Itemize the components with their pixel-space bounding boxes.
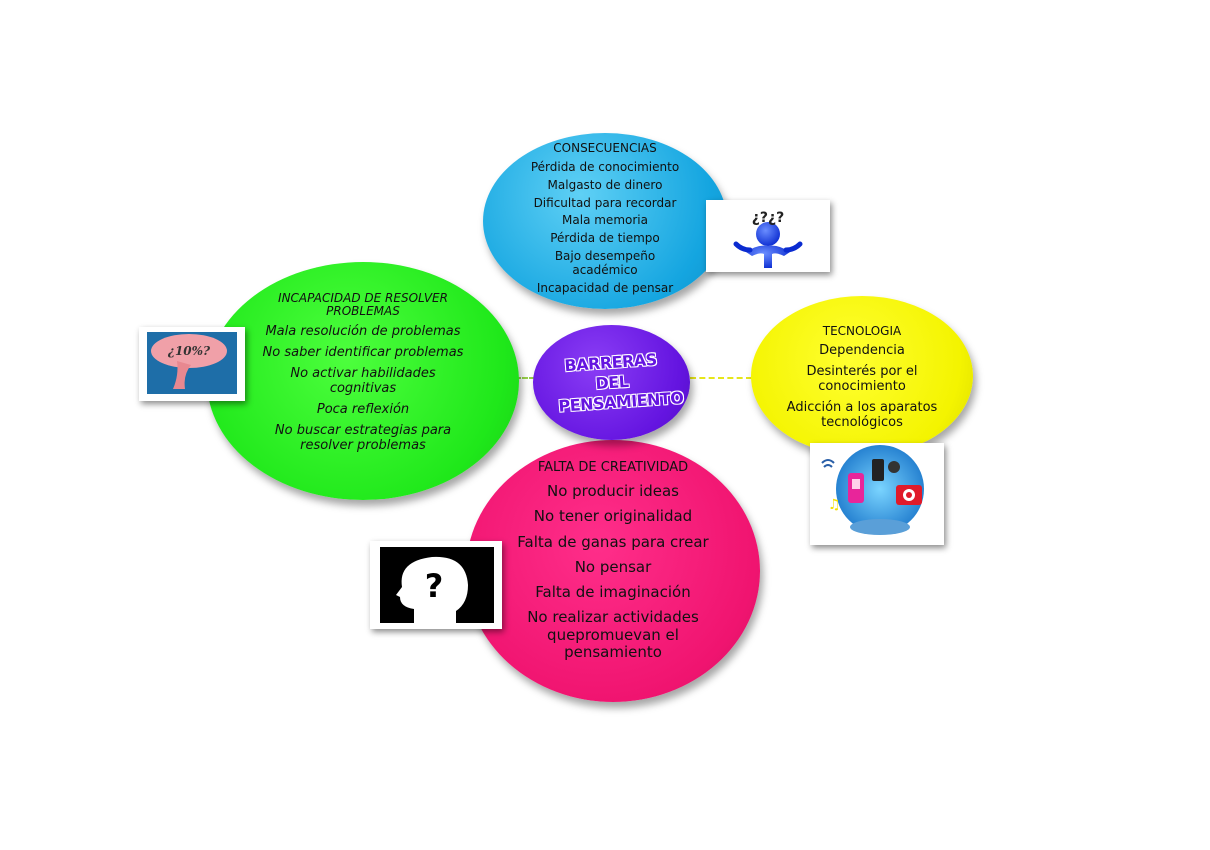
node-item: Mala resolución de problemas	[248, 325, 478, 340]
node-consecuencias: CONSECUENCIAS Pérdida de conocimiento Ma…	[483, 133, 727, 309]
node-falta-creatividad: FALTA DE CREATIVIDAD No producir ideas N…	[466, 440, 760, 702]
node-item: No realizar actividades quepromuevan el …	[518, 609, 708, 661]
node-item: Pérdida de tiempo	[550, 232, 660, 246]
node-item: Adicción a los aparatos tecnológicos	[780, 401, 945, 431]
node-item: No tener originalidad	[503, 508, 723, 525]
node-incapacidad: INCAPACIDAD DE RESOLVER PROBLEMAS Mala r…	[207, 262, 519, 500]
node-item: Incapacidad de pensar	[537, 282, 673, 296]
node-item: No activar habilidades cognitivas	[283, 367, 443, 397]
center-title: BARRERAS DEL PENSAMIENTO	[555, 349, 669, 417]
question-marks: ¿?¿?	[752, 210, 784, 226]
node-item: No producir ideas	[503, 483, 723, 500]
node-title: TECNOLOGIA	[823, 324, 901, 338]
node-item: Falta de imaginación	[503, 584, 723, 601]
node-item: No pensar	[503, 559, 723, 576]
question-head-icon: ?	[370, 541, 502, 629]
node-title: INCAPACIDAD DE RESOLVER PROBLEMAS	[263, 292, 463, 318]
node-item: Pérdida de conocimiento	[531, 161, 679, 175]
gadgets-icon: ♫	[810, 443, 944, 545]
node-item: Mala memoria	[562, 214, 648, 228]
node-item: No buscar estrategias para resolver prob…	[263, 424, 463, 454]
node-item: Bajo desempeño académico	[545, 250, 665, 278]
question-mark: ?	[425, 567, 444, 605]
node-item: Poca reflexión	[248, 403, 478, 418]
node-tecnologia: TECNOLOGIA Dependencia Desinterés por el…	[751, 296, 973, 456]
node-item: Dificultad para recordar	[534, 197, 677, 211]
confused-person-image: ¿?¿?	[706, 200, 830, 272]
brain-image: ¿10%?	[139, 327, 245, 401]
question-head-image: ?	[370, 541, 502, 629]
node-title: FALTA DE CREATIVIDAD	[538, 460, 688, 475]
node-center: BARRERAS DEL PENSAMIENTO	[533, 325, 690, 440]
node-item: Dependencia	[777, 344, 947, 359]
technology-gadgets-image: ♫	[810, 443, 944, 545]
connector-right	[690, 377, 752, 379]
node-item: Falta de ganas para crear	[493, 534, 733, 551]
music-note-icon: ♫	[828, 497, 841, 513]
node-item: No saber identificar problemas	[248, 346, 478, 361]
node-item: Malgasto de dinero	[548, 179, 663, 193]
confused-person-icon: ¿?¿?	[706, 200, 830, 272]
brain-label: ¿10%?	[167, 344, 211, 358]
node-title: CONSECUENCIAS	[553, 141, 656, 155]
node-item: Desinterés por el conocimiento	[797, 365, 927, 395]
brain-icon: ¿10%?	[139, 327, 245, 401]
